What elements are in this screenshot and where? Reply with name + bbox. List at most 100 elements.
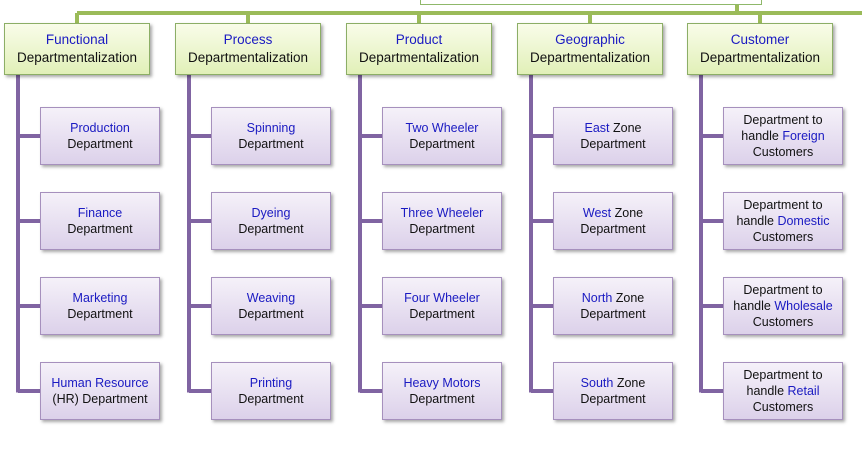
root-node <box>420 0 762 5</box>
department-label-line: Customers <box>753 229 813 245</box>
department-keyword: West <box>582 206 612 220</box>
department-label-line: Heavy Motors <box>403 375 480 391</box>
department-text: Department to <box>743 113 823 127</box>
department-text: Department <box>67 307 133 321</box>
department-label-line: Department <box>238 136 303 152</box>
category-name: Product <box>395 32 443 47</box>
department-text: Department <box>409 307 475 321</box>
department-label-line: Department <box>67 221 132 237</box>
department-text: Department to <box>743 368 823 382</box>
department-label-line: Spinning <box>247 120 296 136</box>
department-text: Department <box>409 222 475 236</box>
department-label-line: handle Domestic <box>736 213 829 229</box>
department-label-line: Production <box>70 120 130 136</box>
department-keyword: Three Wheeler <box>400 206 484 220</box>
department-label-line: Customers <box>753 399 813 415</box>
department-label-line: Department to <box>743 282 822 298</box>
department-keyword: Marketing <box>72 291 128 305</box>
department-text: Department <box>238 392 304 406</box>
department-keyword: East <box>584 121 610 135</box>
department-label-line: Department to <box>743 197 822 213</box>
department-text: Customers <box>752 315 814 329</box>
category-name: Functional <box>45 32 109 47</box>
department-label-line: Department <box>409 306 474 322</box>
department-label-line: Department <box>580 136 645 152</box>
category-suffix: Departmentalization <box>187 50 309 65</box>
department-label-line: Finance <box>78 205 122 221</box>
department-label-line: North Zone <box>582 290 645 306</box>
department-label-line: East Zone <box>585 120 642 136</box>
department-keyword: Printing <box>249 376 293 390</box>
department-text: Department <box>580 392 646 406</box>
department-text: Zone <box>613 376 646 390</box>
department-label-line: Three Wheeler <box>401 205 484 221</box>
department-keyword: Production <box>70 121 130 135</box>
category-suffix: Departmentalization <box>529 50 651 65</box>
department-text: Department <box>580 307 646 321</box>
department-text: Customers <box>752 400 814 414</box>
department-text: handle <box>746 384 788 398</box>
department-label-line: Department <box>67 306 132 322</box>
department-label-line: Department <box>67 136 132 152</box>
department-keyword: Heavy Motors <box>403 376 481 390</box>
department-text: Department <box>67 137 133 151</box>
department-label-line: South Zone <box>581 375 646 391</box>
department-label-line: West Zone <box>583 205 643 221</box>
department-text: Department to <box>743 198 823 212</box>
department-label-line: Department to <box>743 367 822 383</box>
department-label-line: Department <box>238 221 303 237</box>
department-label-line: Department <box>238 306 303 322</box>
department-label-line: Department <box>409 221 474 237</box>
department-keyword: Spinning <box>246 121 296 135</box>
department-text: (HR) Department <box>52 392 148 406</box>
department-label-line: handle Wholesale <box>733 298 832 314</box>
department-text: Department <box>67 222 133 236</box>
category-name: Customer <box>730 32 790 47</box>
department-text: handle <box>741 129 783 143</box>
department-label-line: Department <box>580 391 645 407</box>
department-label-line: Department <box>580 221 645 237</box>
department-keyword: South <box>580 376 614 390</box>
category-suffix: Departmentalization <box>16 50 138 65</box>
department-text: Customers <box>752 145 814 159</box>
department-keyword: Finance <box>77 206 123 220</box>
department-text: Department to <box>743 283 823 297</box>
department-label-line: Dyeing <box>252 205 291 221</box>
department-keyword: Human Resource <box>51 376 149 390</box>
department-keyword: Weaving <box>246 291 296 305</box>
department-keyword: Dyeing <box>251 206 291 220</box>
department-label-line: Weaving <box>247 290 295 306</box>
department-keyword: Domestic <box>777 214 830 228</box>
department-text: Department <box>409 137 475 151</box>
department-keyword: North <box>581 291 613 305</box>
department-text: Department <box>238 307 304 321</box>
department-label-line: Two Wheeler <box>406 120 479 136</box>
department-text: Department <box>580 222 646 236</box>
department-keyword: Retail <box>787 384 820 398</box>
department-label-line: Department <box>409 391 474 407</box>
department-label-line: handle Foreign <box>741 128 824 144</box>
department-text: Zone <box>612 291 645 305</box>
department-label-line: Customers <box>753 314 813 330</box>
department-text: Zone <box>611 206 644 220</box>
